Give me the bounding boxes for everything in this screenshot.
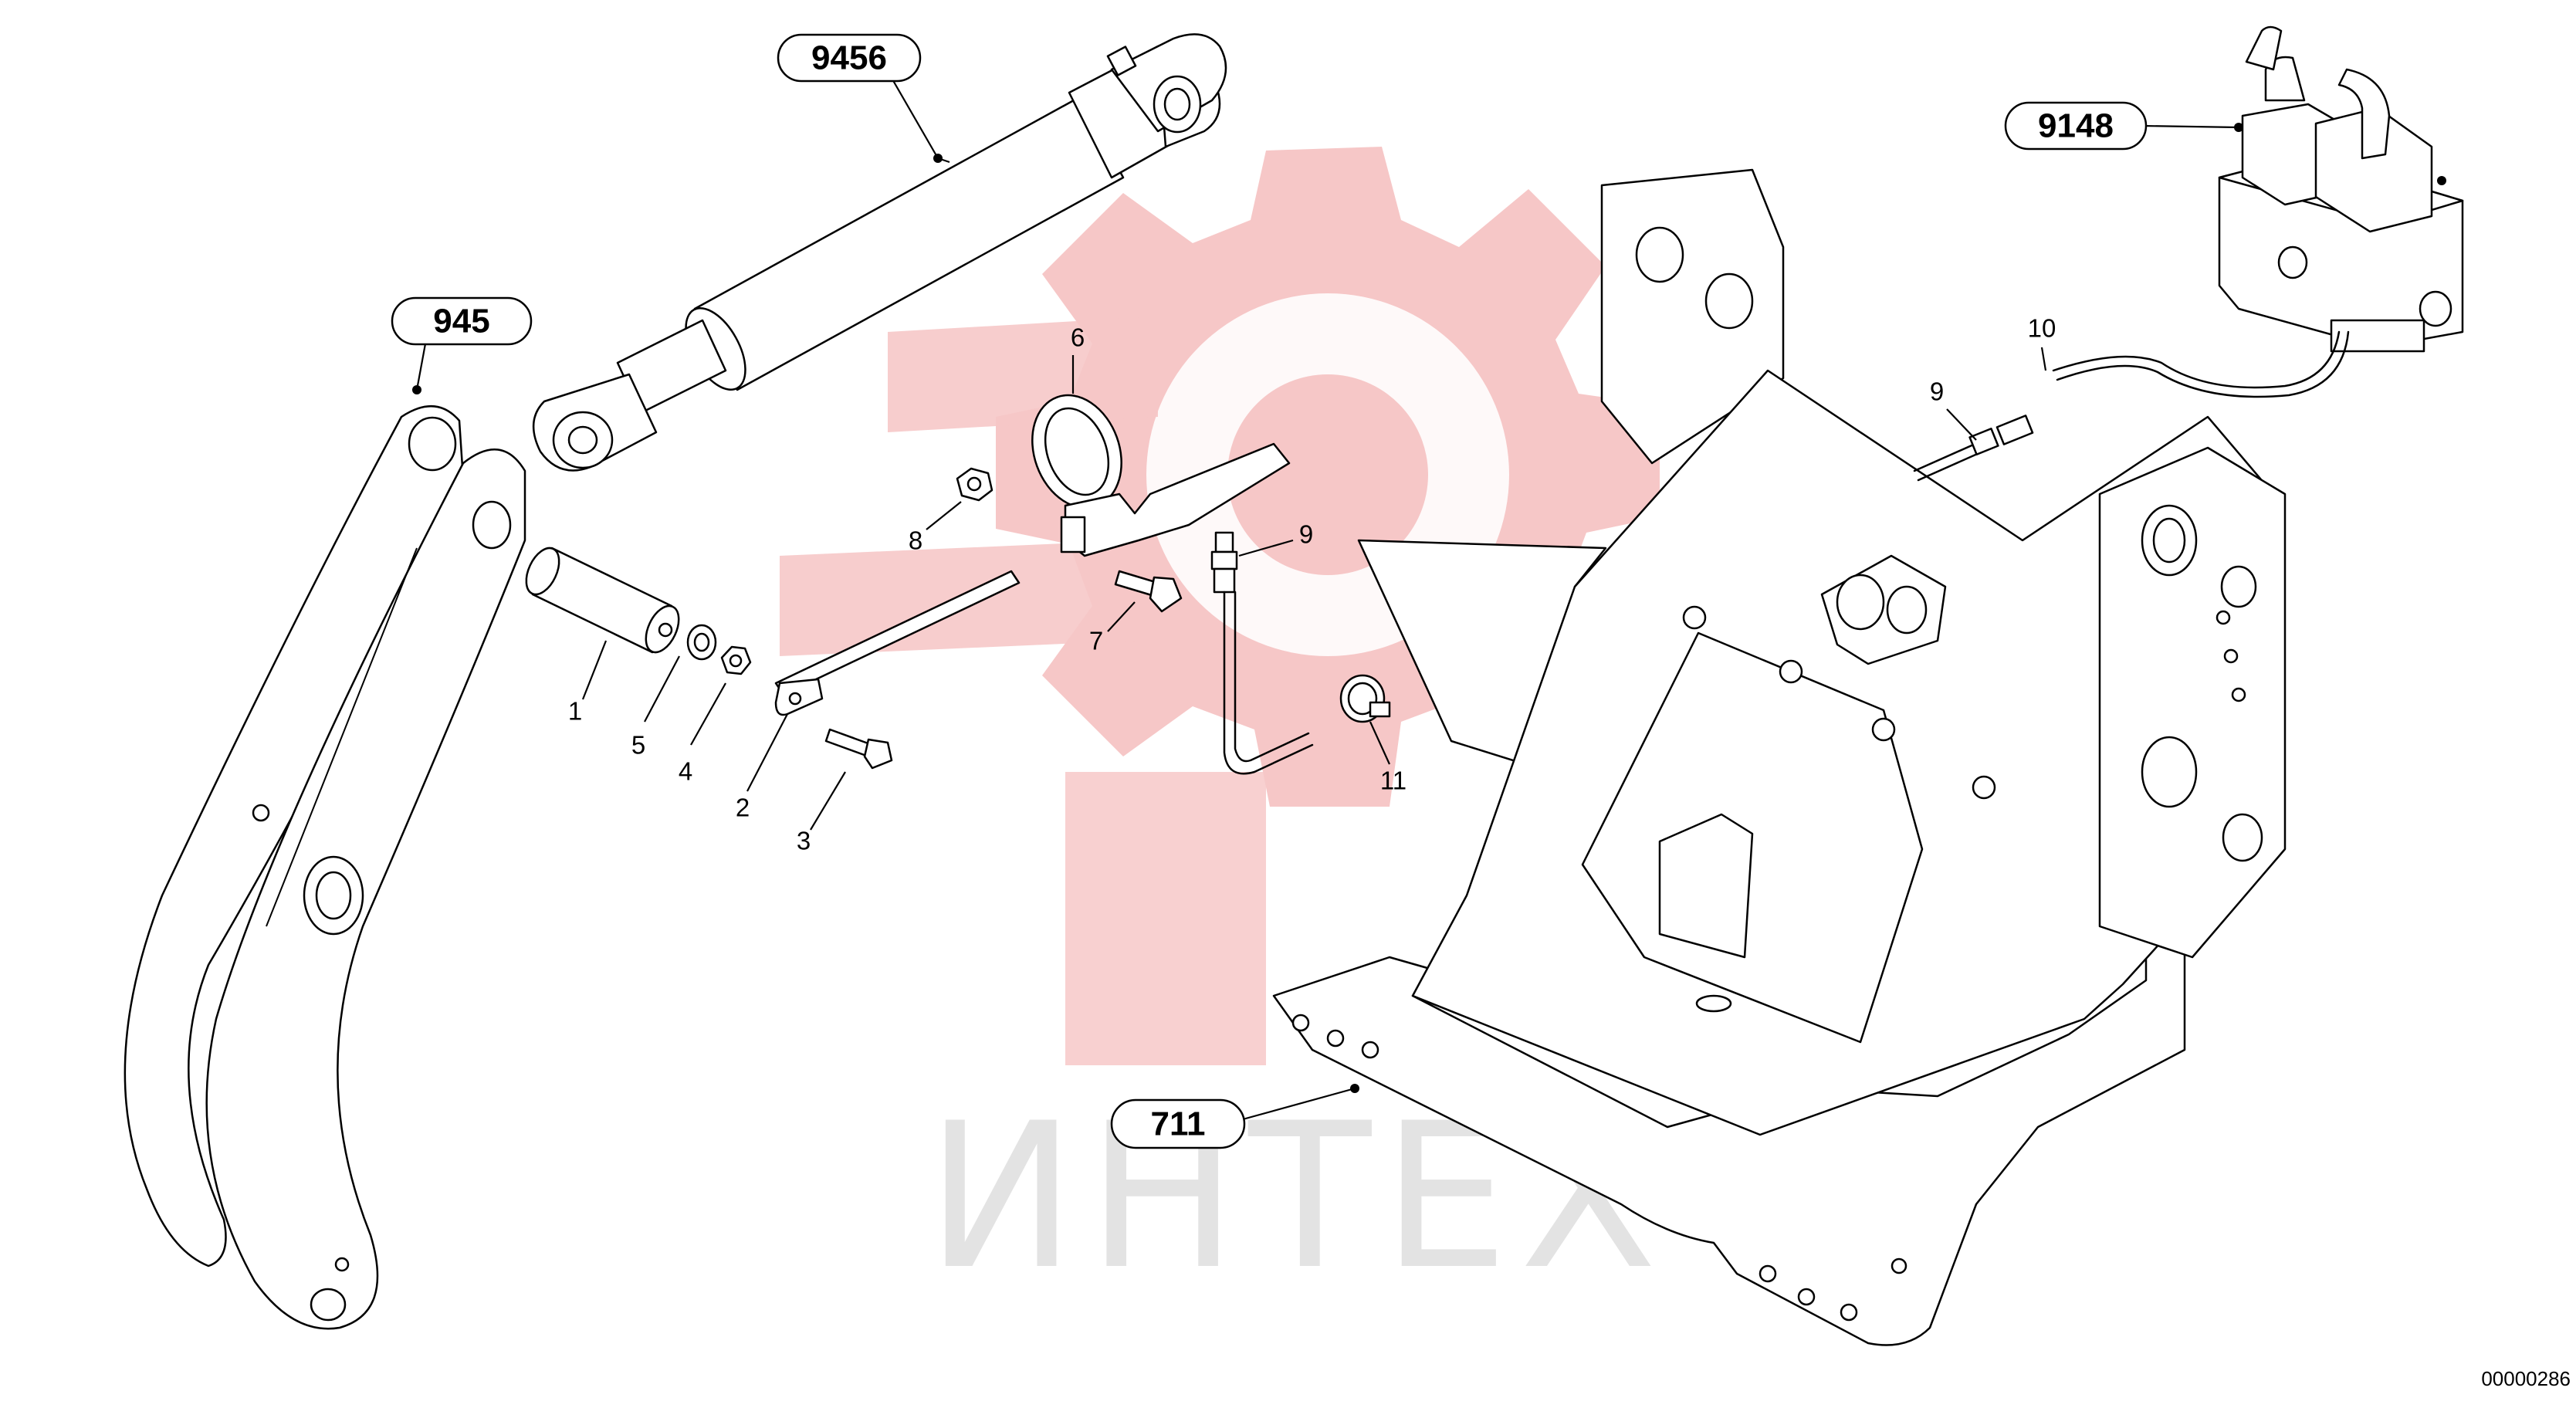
grease-fitting-part-9 <box>1210 531 1314 775</box>
callout-711: 711 <box>1110 1098 1246 1149</box>
drawing-code: 00000286 <box>2481 1367 2571 1390</box>
boom-arm <box>124 405 526 1330</box>
callout-9456: 9456 <box>777 33 922 83</box>
part-number-9-connector: 9 <box>1930 377 1944 406</box>
callout-945: 945 <box>391 296 533 346</box>
nut-part-8 <box>956 467 994 502</box>
bracket-clamp-part-6 <box>1031 394 1291 557</box>
part-number-11: 11 <box>1380 767 1406 795</box>
part-number-5: 5 <box>631 731 645 760</box>
main-frame <box>1272 168 2287 1346</box>
svg-text:945: 945 <box>433 303 489 340</box>
part-number-8: 8 <box>909 526 922 555</box>
part-number-2: 2 <box>736 794 750 822</box>
part-number-4: 4 <box>679 757 692 786</box>
callout-9148: 9148 <box>2004 101 2148 151</box>
rod-part-2 <box>774 570 1021 716</box>
part-number-9-fitting: 9 <box>1299 520 1313 549</box>
washer-part-5 <box>686 624 717 661</box>
hose-clamp-part-11 <box>1339 674 1391 723</box>
nut-part-4 <box>720 645 752 675</box>
pin-part-1 <box>525 547 680 654</box>
wire-harness-part-10 <box>1913 330 2350 482</box>
joystick-control <box>2218 25 2464 353</box>
part-number-3: 3 <box>797 827 811 855</box>
svg-text:9456: 9456 <box>811 39 887 77</box>
connector-part-9 <box>1968 415 2034 455</box>
part-number-10: 10 <box>2028 314 2056 343</box>
bolt-part-3 <box>824 728 893 770</box>
svg-text:711: 711 <box>1151 1105 1206 1143</box>
part-number-6: 6 <box>1071 323 1085 352</box>
part-number-1: 1 <box>568 697 582 726</box>
bolt-part-7 <box>1114 570 1183 613</box>
hydraulic-cylinder <box>532 33 1227 472</box>
leader-lines <box>412 57 2446 1121</box>
svg-text:9148: 9148 <box>2038 107 2114 145</box>
part-number-7: 7 <box>1089 627 1103 655</box>
